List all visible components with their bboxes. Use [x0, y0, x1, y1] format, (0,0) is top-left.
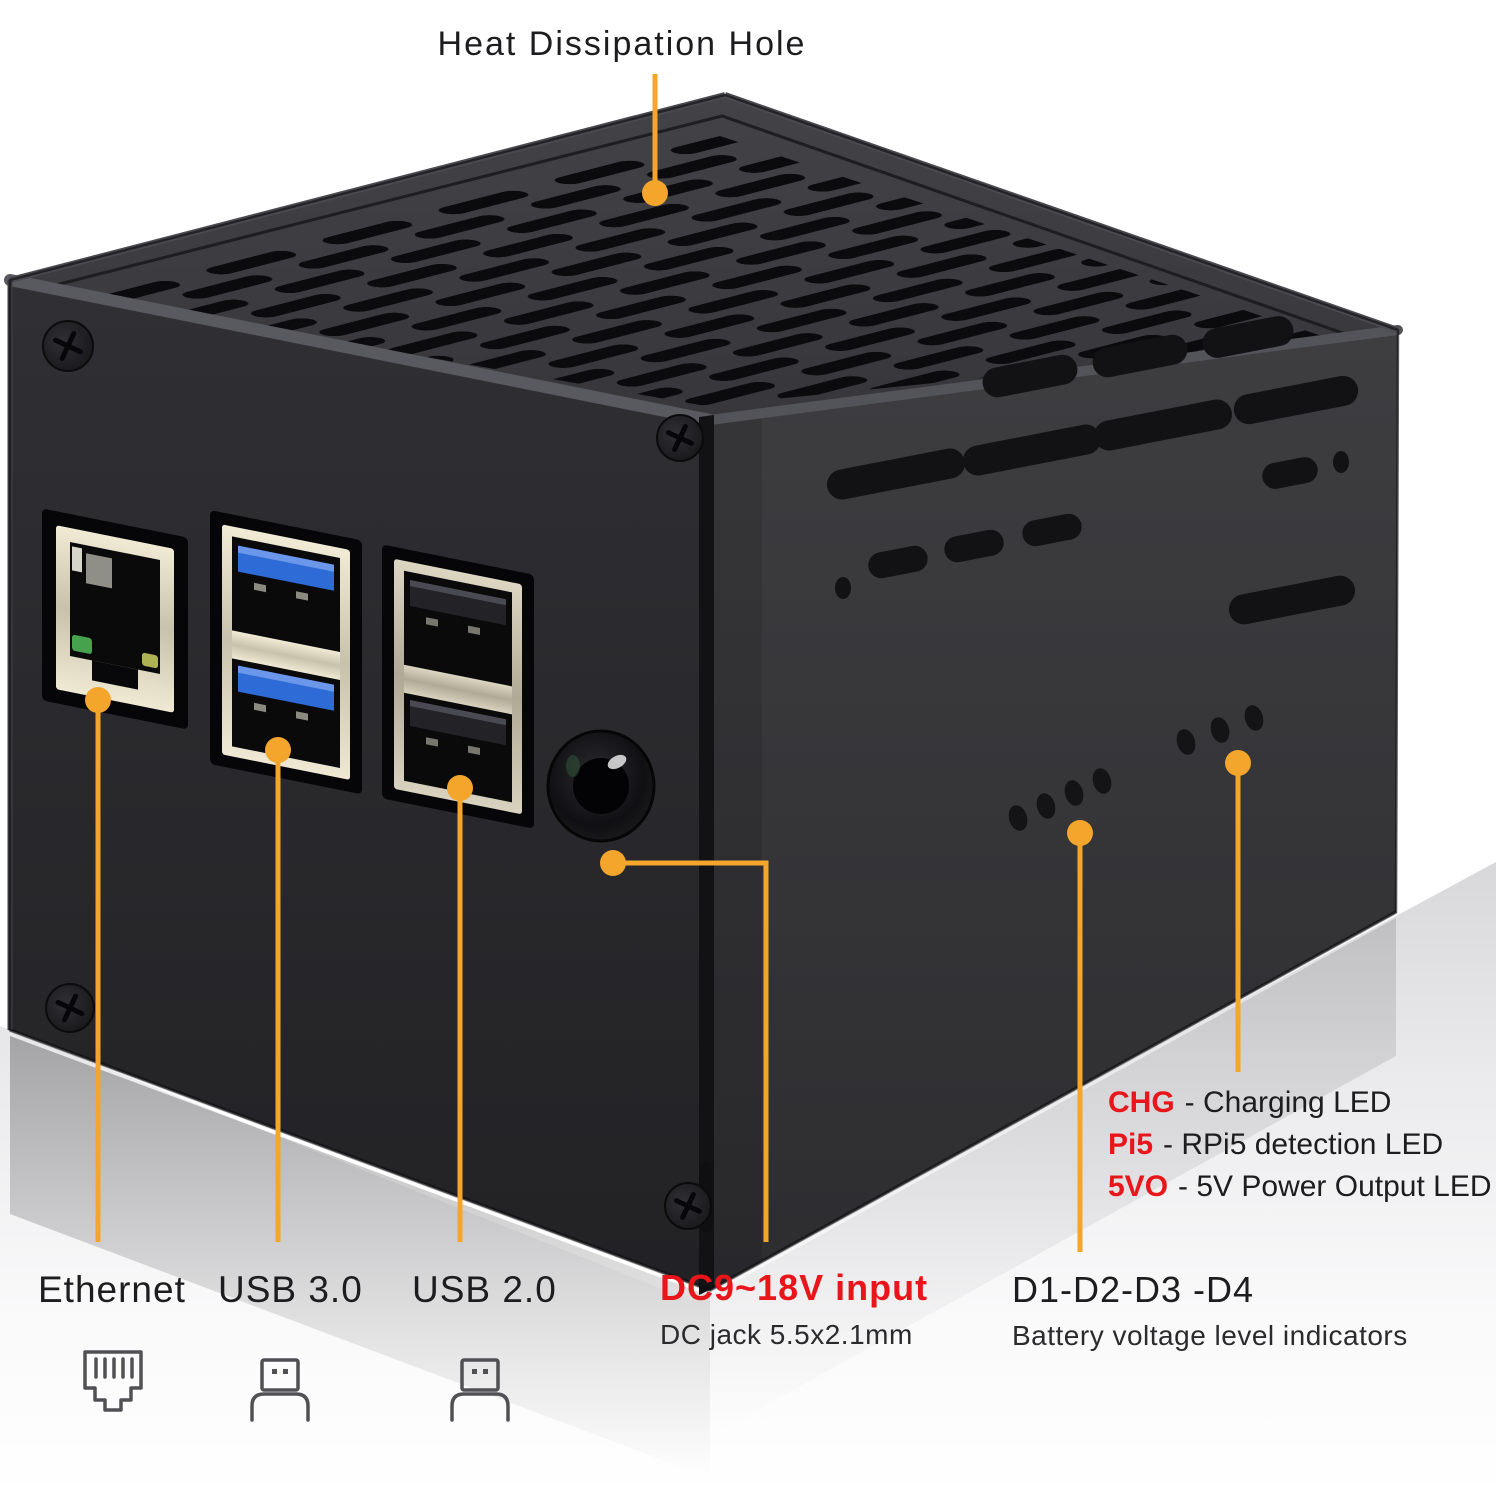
ethernet-port [42, 509, 188, 729]
corner-ridge [699, 415, 714, 1295]
ethernet-icon [83, 1350, 143, 1412]
label-ethernet: Ethernet [38, 1269, 186, 1310]
front-ports [42, 509, 534, 828]
ethernet-green-led [72, 634, 92, 654]
label-usb2: USB 2.0 [412, 1269, 557, 1310]
right-face-vents [827, 316, 1359, 625]
screw [656, 414, 704, 462]
top-vent-holes [78, 136, 1340, 406]
leader-usb2 [447, 775, 473, 1242]
label-led-pi5: Pi5- RPi5 detection LED [1108, 1128, 1443, 1161]
screw [42, 320, 94, 372]
dc-jack [546, 729, 656, 843]
label-usb3: USB 3.0 [218, 1269, 363, 1310]
leader-dc [600, 850, 769, 1242]
label-led-5vo: 5VO- 5V Power Output LED [1108, 1170, 1492, 1203]
status-led-holes [1176, 705, 1264, 755]
screws [42, 320, 712, 1230]
box-outline [8, 93, 1400, 1292]
case-box [4, 92, 1403, 1295]
leader-battery-leds [1067, 820, 1093, 1252]
lid-seam [35, 114, 1375, 346]
leader-lines [85, 74, 1251, 1252]
label-heat-dissipation: Heat Dissipation Hole [438, 25, 807, 63]
leader-usb3 [265, 737, 291, 1242]
leader-status-leds [1225, 750, 1251, 1072]
label-dc-jack-size: DC jack 5.5x2.1mm [660, 1319, 913, 1350]
ridge-shading [710, 413, 762, 1290]
label-battery-leds-sub: Battery voltage level indicators [1012, 1320, 1408, 1351]
battery-led-holes [1008, 768, 1112, 831]
usb3-ports [210, 510, 362, 794]
contact-shadow [9, 910, 1397, 1293]
right-face-reflection [710, 918, 1396, 1436]
leader-heat [642, 74, 668, 206]
front-face-reflection [10, 1036, 710, 1478]
ethernet-amber-led [142, 652, 158, 669]
usb2-ports [382, 545, 534, 828]
label-battery-leds: D1-D2-D3 -D4 [1012, 1269, 1254, 1310]
front-top-bevel [4, 274, 716, 426]
usb3-icon [250, 1358, 310, 1422]
port-icons [83, 1350, 510, 1422]
usb2-icon [450, 1358, 510, 1422]
label-led-chg: CHG- Charging LED [1108, 1086, 1391, 1119]
screw [45, 983, 95, 1033]
label-dc-input: DC9~18V input [660, 1267, 928, 1308]
screw [664, 1182, 712, 1230]
leader-ethernet [85, 687, 111, 1242]
